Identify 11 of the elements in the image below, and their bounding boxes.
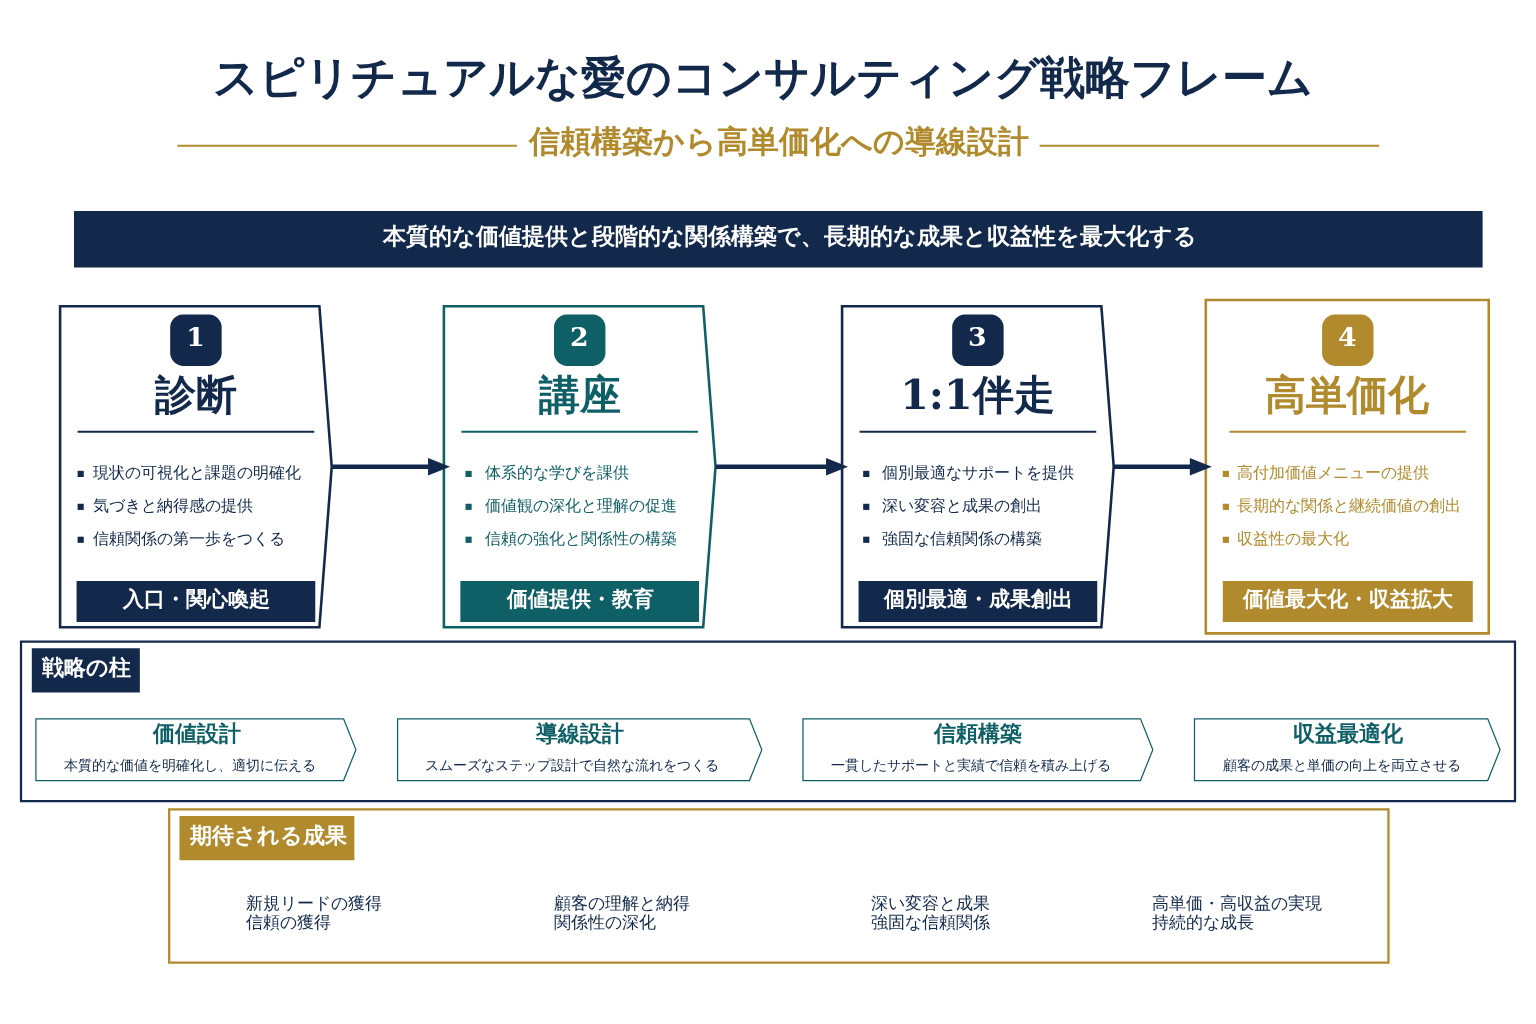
- node-text: 顧客の理解と納得 関係性の深化: [553, 892, 690, 932]
- node-text: 高単価・高収益の実現 持続的な成長: [1151, 892, 1322, 932]
- arrow: [1113, 457, 1212, 475]
- node-text: 新規リードの獲得 信頼の獲得: [246, 892, 383, 932]
- diagram-title: スピリチュアルな愛のコンサルティング戦略フレーム: [213, 49, 1314, 104]
- node-box: 4 高単価化 高付加価値メニューの提供 長期的な関係と継続価値の創出 収益性の最大化 価値最大化・収益拡大: [1204, 298, 1491, 635]
- node-text: 深い変容と成果 強固な信頼関係: [870, 892, 990, 932]
- arrow: [331, 457, 451, 475]
- node-box: 本質的な価値提供と段階的な関係構築で、長期的な成果と収益性を最大化する: [74, 210, 1483, 268]
- arrow: [715, 457, 849, 475]
- label: 信頼構築から高単価化への導線設計: [529, 122, 1030, 159]
